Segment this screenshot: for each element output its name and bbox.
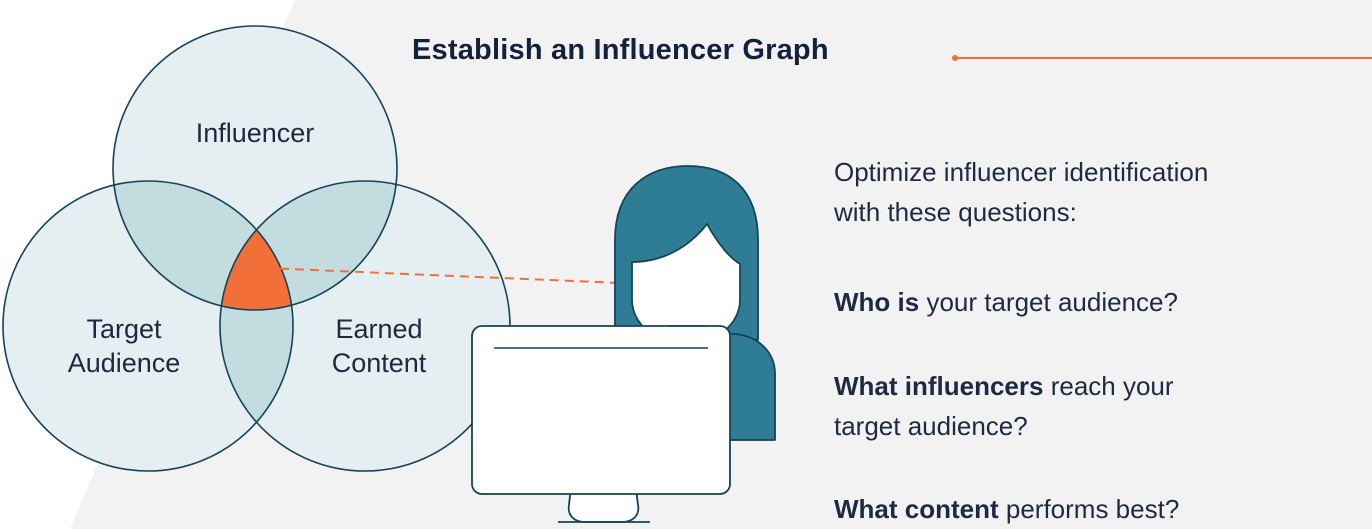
question-influencers-line1: What influencers reach your	[834, 366, 1354, 406]
question-content-rest: performs best?	[998, 494, 1180, 524]
question-influencers-line2: target audience?	[834, 411, 1028, 441]
venn-label-target-audience: Target Audience	[44, 312, 204, 380]
venn-label-earned-content: Earned Content	[306, 312, 452, 380]
question-influencers-rest: reach your	[1043, 371, 1174, 401]
question-content: What content performs best?	[834, 489, 1354, 529]
venn-label-target-audience-line1: Target	[86, 314, 162, 344]
question-who-bold: Who is	[834, 287, 920, 317]
intro-line-2: with these questions:	[834, 197, 1077, 227]
overlap-influencer-audience	[113, 181, 293, 310]
venn-diagram	[2, 25, 511, 472]
question-influencers: What influencers reach your target audie…	[834, 366, 1354, 446]
intro-line-1: Optimize influencer identification	[834, 157, 1209, 187]
question-who: Who is your target audience?	[834, 282, 1354, 322]
computer-monitor-icon	[471, 325, 731, 523]
venn-label-influencer: Influencer	[178, 116, 332, 150]
question-influencers-bold: What influencers	[834, 371, 1044, 401]
venn-label-target-audience-line2: Audience	[67, 348, 181, 378]
page-title: Establish an Influencer Graph	[412, 34, 829, 66]
title-rule-dot	[952, 55, 958, 61]
venn-label-earned-content-line1: Earned	[335, 314, 423, 344]
overlap-influencer-content	[220, 181, 397, 310]
intro-text: Optimize influencer identification with …	[834, 152, 1354, 232]
venn-label-earned-content-line2: Content	[331, 348, 427, 378]
question-content-bold: What content	[834, 494, 999, 524]
question-who-rest: your target audience?	[919, 287, 1178, 317]
venn-label-influencer-text: Influencer	[195, 118, 315, 148]
